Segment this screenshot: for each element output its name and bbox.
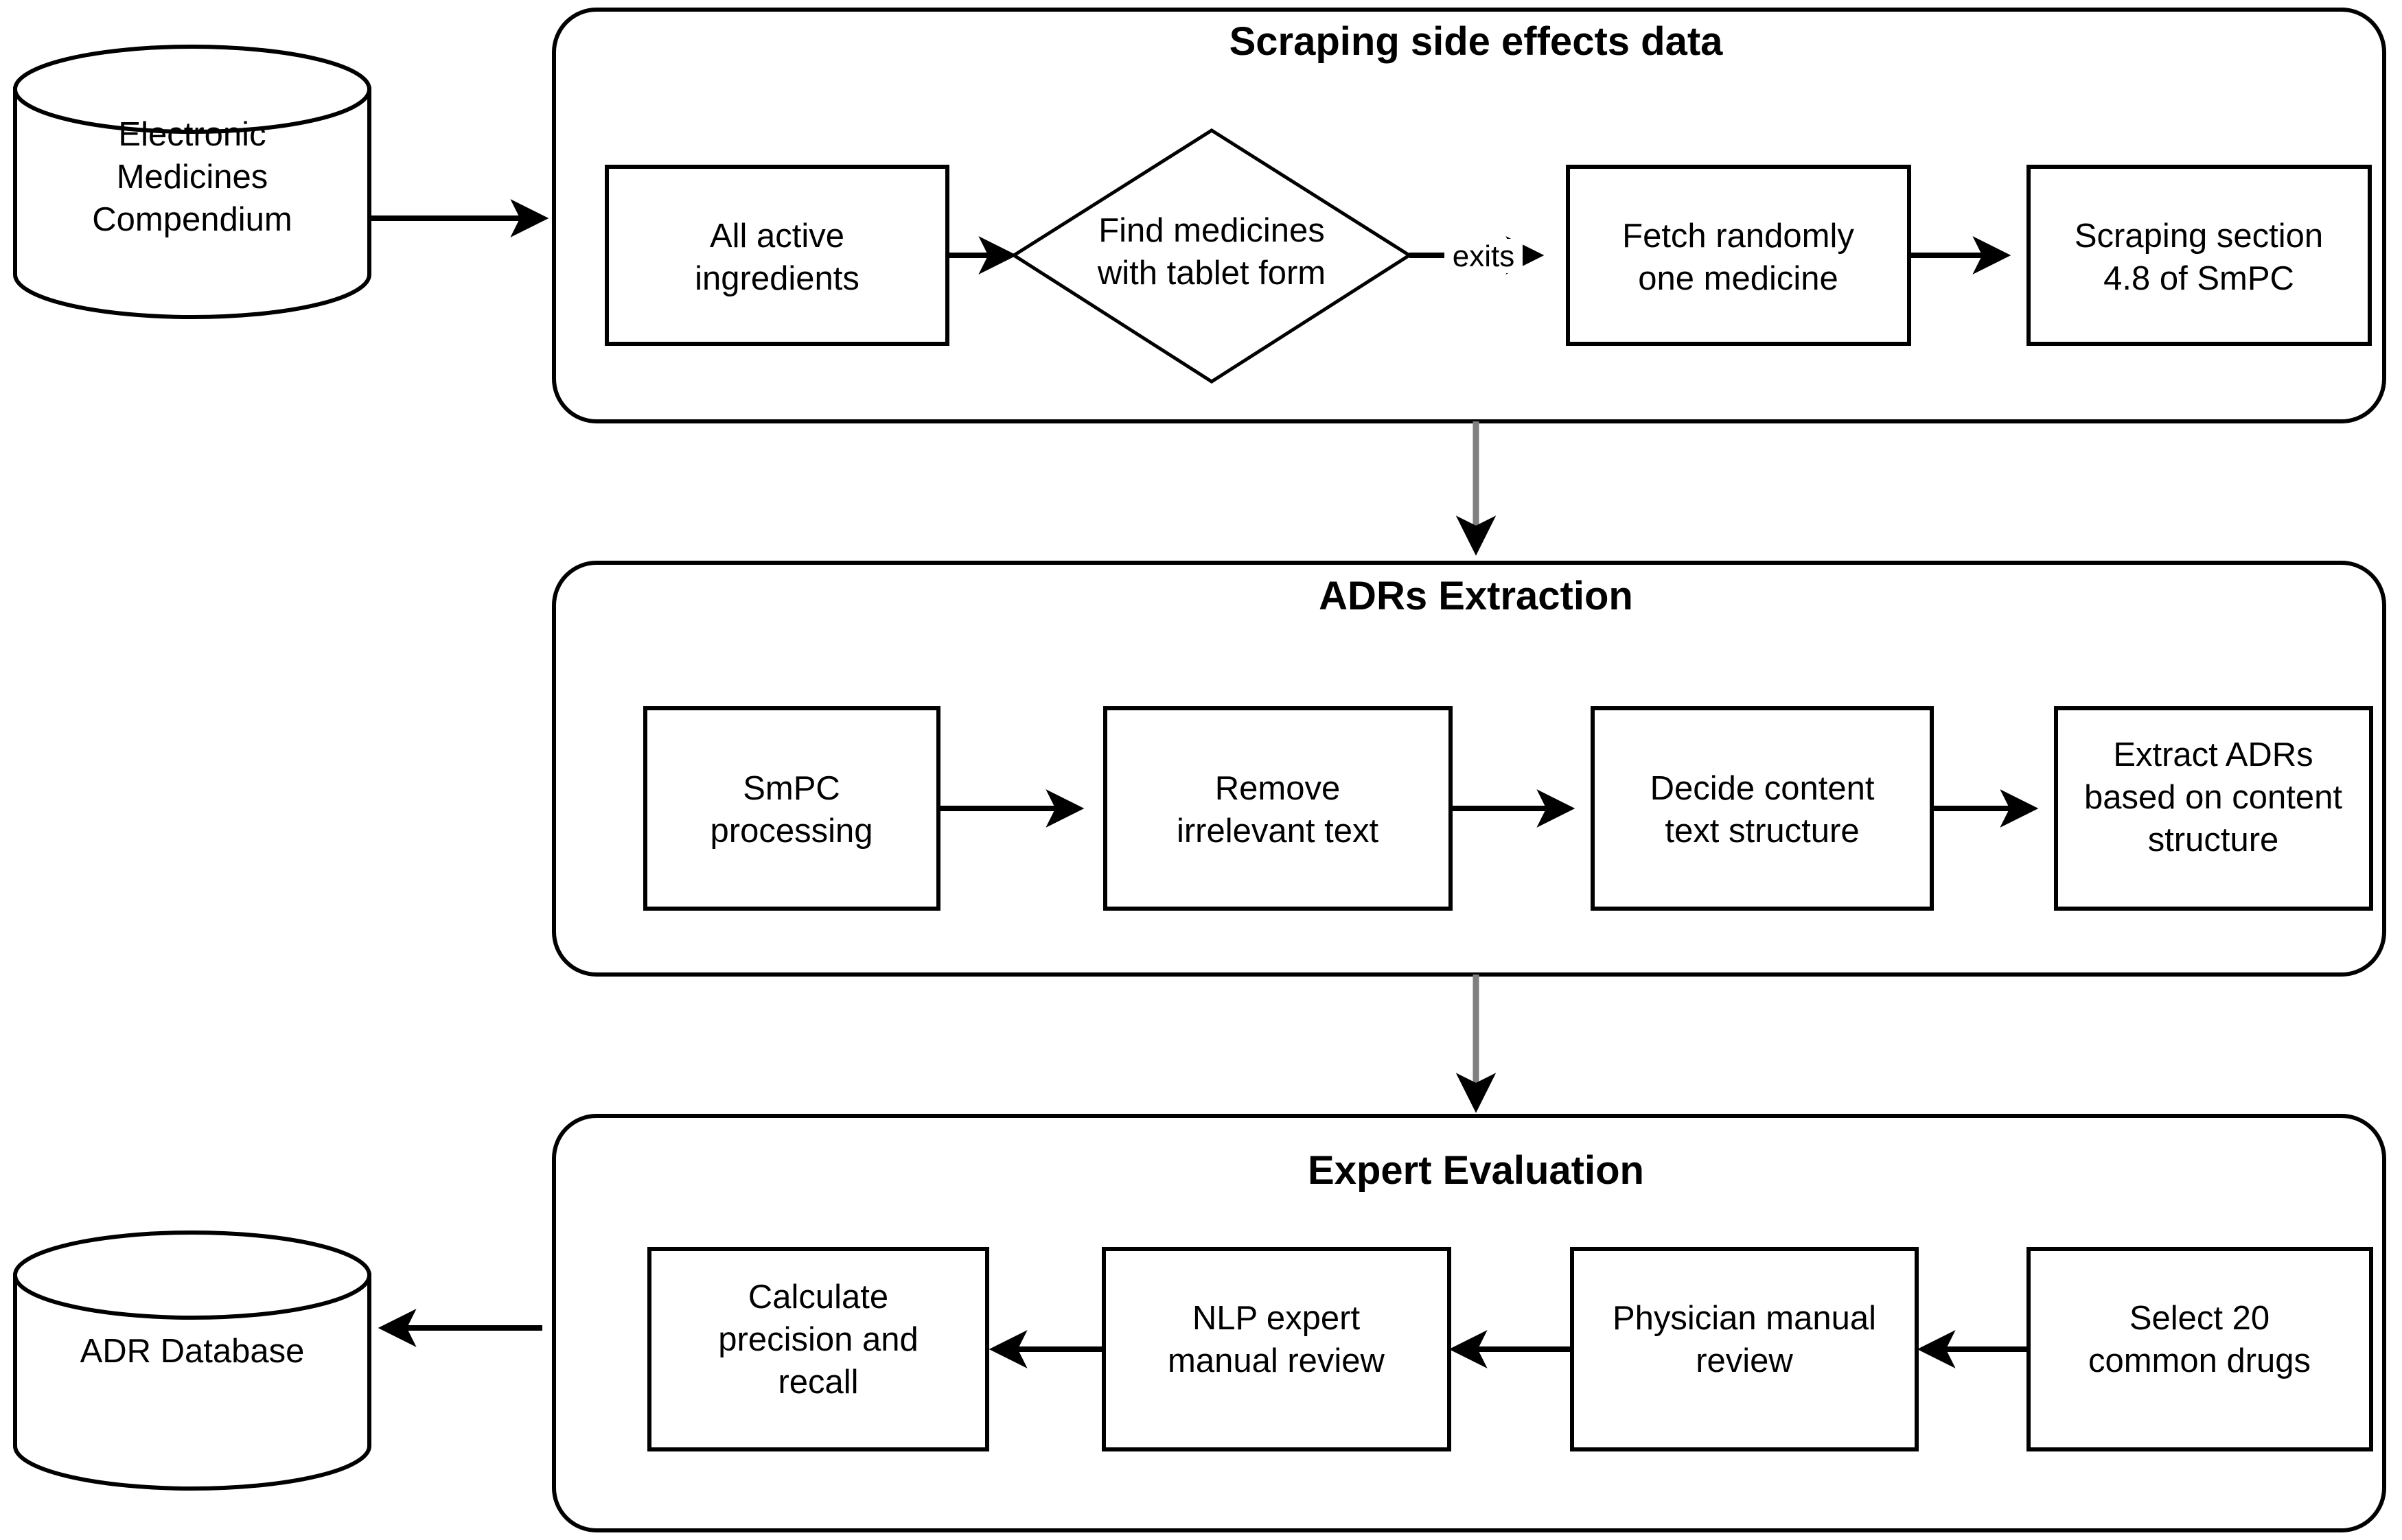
node-all-active-ingredients[interactable]: All active ingredients — [605, 165, 949, 346]
datastore-adr-database[interactable]: ADR Database — [13, 1230, 371, 1491]
node-box-select-20-drugs[interactable] — [2026, 1247, 2373, 1451]
node-find-medicines-tablet-form[interactable]: Find medicines with tablet form — [1011, 128, 1413, 384]
node-label-line2: irrelevant text — [1177, 813, 1379, 850]
datastore-label-line2: Medicines — [117, 159, 268, 196]
node-label-line1: Select 20 — [2129, 1300, 2270, 1337]
node-box-all-active-ingredients[interactable] — [605, 165, 949, 346]
node-label-line1: Scraping section — [2075, 218, 2323, 255]
group-container-evaluation — [552, 1114, 2386, 1532]
node-extract-adrs-content-structure[interactable]: Extract ADRs based on content structure — [2054, 706, 2373, 911]
node-box-calculate-precision[interactable] — [647, 1247, 989, 1451]
datastore-electronic-medicines-compendium[interactable]: Electronic Medicines Compendium — [13, 45, 371, 319]
node-box-smpc-processing[interactable] — [643, 706, 940, 911]
node-box-extract-adrs[interactable] — [2054, 706, 2373, 911]
node-label-line1: SmPC — [743, 770, 840, 807]
group-expert-evaluation: Expert Evaluation Calculate precision an… — [552, 1114, 2386, 1532]
cylinder-body-emc[interactable] — [13, 87, 371, 319]
node-label-line2: manual review — [1168, 1342, 1385, 1379]
edge-label-exits: exits — [1453, 240, 1514, 273]
node-label-line1: All active — [710, 218, 844, 255]
group-title-extraction: ADRs Extraction — [1319, 574, 1633, 618]
node-label-line2: precision and — [718, 1321, 918, 1358]
node-label-line2: one medicine — [1638, 260, 1838, 297]
node-label-line3: recall — [778, 1364, 858, 1401]
node-smpc-processing[interactable]: SmPC processing — [643, 706, 940, 911]
node-label-line2: text structure — [1665, 813, 1859, 850]
node-box-decide-content[interactable] — [1591, 706, 1934, 911]
node-calculate-precision-recall[interactable]: Calculate precision and recall — [647, 1247, 989, 1451]
node-label-line1: Calculate — [748, 1279, 888, 1316]
cylinder-top-emc[interactable] — [13, 45, 371, 134]
datastore-label-line1: Electronic — [118, 116, 266, 153]
node-label-line2: review — [1696, 1342, 1793, 1379]
node-label-line3: structure — [2148, 821, 2279, 859]
node-label-line2: with tablet form — [1097, 255, 1326, 292]
node-box-scraping-section[interactable] — [2026, 165, 2372, 346]
node-box-nlp-expert[interactable] — [1102, 1247, 1451, 1451]
node-label-line1: Find medicines — [1098, 212, 1325, 249]
node-label-line2: processing — [711, 813, 873, 850]
node-select-20-common-drugs[interactable]: Select 20 common drugs — [2026, 1247, 2373, 1451]
group-adrs-extraction: ADRs Extraction SmPC processing Remove i… — [552, 561, 2386, 977]
node-decide-content-text-structure[interactable]: Decide content text structure — [1591, 706, 1934, 911]
node-label-line2: 4.8 of SmPC — [2103, 260, 2294, 297]
node-label-line1: Extract ADRs — [2113, 736, 2313, 773]
cylinder-body-adrdb[interactable] — [13, 1273, 371, 1491]
cylinder-top-adrdb[interactable] — [13, 1230, 371, 1320]
node-label-line2: common drugs — [2088, 1342, 2311, 1379]
node-box-fetch-randomly[interactable] — [1566, 165, 1911, 346]
node-diamond-find-medicines[interactable] — [1011, 128, 1413, 384]
node-box-remove-irrelevant[interactable] — [1103, 706, 1453, 911]
node-label-line1: Physician manual — [1613, 1300, 1876, 1337]
node-label-line1: Decide content — [1650, 770, 1875, 807]
node-physician-manual-review[interactable]: Physician manual review — [1570, 1247, 1919, 1451]
node-nlp-expert-manual-review[interactable]: NLP expert manual review — [1102, 1247, 1451, 1451]
node-fetch-randomly-one-medicine[interactable]: Fetch randomly one medicine — [1566, 165, 1911, 346]
node-remove-irrelevant-text[interactable]: Remove irrelevant text — [1103, 706, 1453, 911]
datastore-label-line1: ADR Database — [80, 1333, 305, 1370]
node-label-line2: ingredients — [695, 260, 859, 297]
node-label-line1: Fetch randomly — [1622, 218, 1854, 255]
group-container-scraping — [552, 8, 2386, 423]
node-scraping-section-4-8[interactable]: Scraping section 4.8 of SmPC — [2026, 165, 2372, 346]
group-title-evaluation: Expert Evaluation — [1308, 1148, 1644, 1193]
node-label-line1: Remove — [1215, 770, 1340, 807]
group-scraping-side-effects: Scraping side effects data All active in… — [552, 8, 2386, 423]
edge-label-backdrop — [1444, 239, 1523, 273]
node-label-line1: NLP expert — [1192, 1300, 1361, 1337]
group-container-extraction — [552, 561, 2386, 977]
node-box-physician-manual[interactable] — [1570, 1247, 1919, 1451]
group-title-scraping: Scraping side effects data — [1229, 19, 1724, 64]
node-label-line2: based on content — [2084, 779, 2342, 816]
datastore-label-line3: Compendium — [92, 201, 292, 238]
